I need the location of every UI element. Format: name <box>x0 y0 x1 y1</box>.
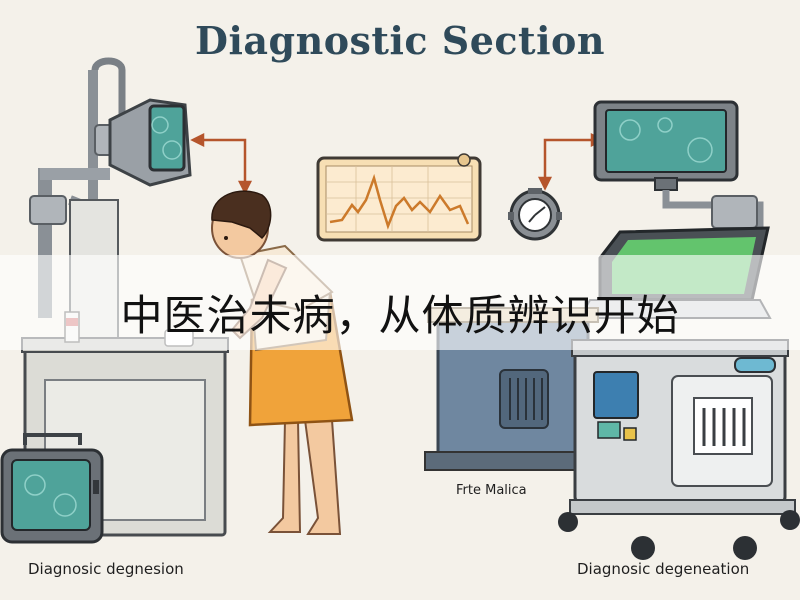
page-title: Diagnostic Section <box>194 18 606 63</box>
handheld-monitor-icon <box>0 433 104 544</box>
caption-right: Diagnosic degeneation <box>577 560 750 578</box>
gauge-icon <box>508 188 562 241</box>
waveform-chart-icon <box>316 153 482 242</box>
right-monitor-icon <box>593 100 764 250</box>
caption-left: Diagnosic degnesion <box>28 560 184 578</box>
caption-banner <box>0 255 800 350</box>
banner-text: 中医治未病，从体质辨识开始 <box>120 291 680 340</box>
caption-middle: Frte Malica <box>456 483 527 498</box>
left-monitor-icon <box>108 98 192 187</box>
